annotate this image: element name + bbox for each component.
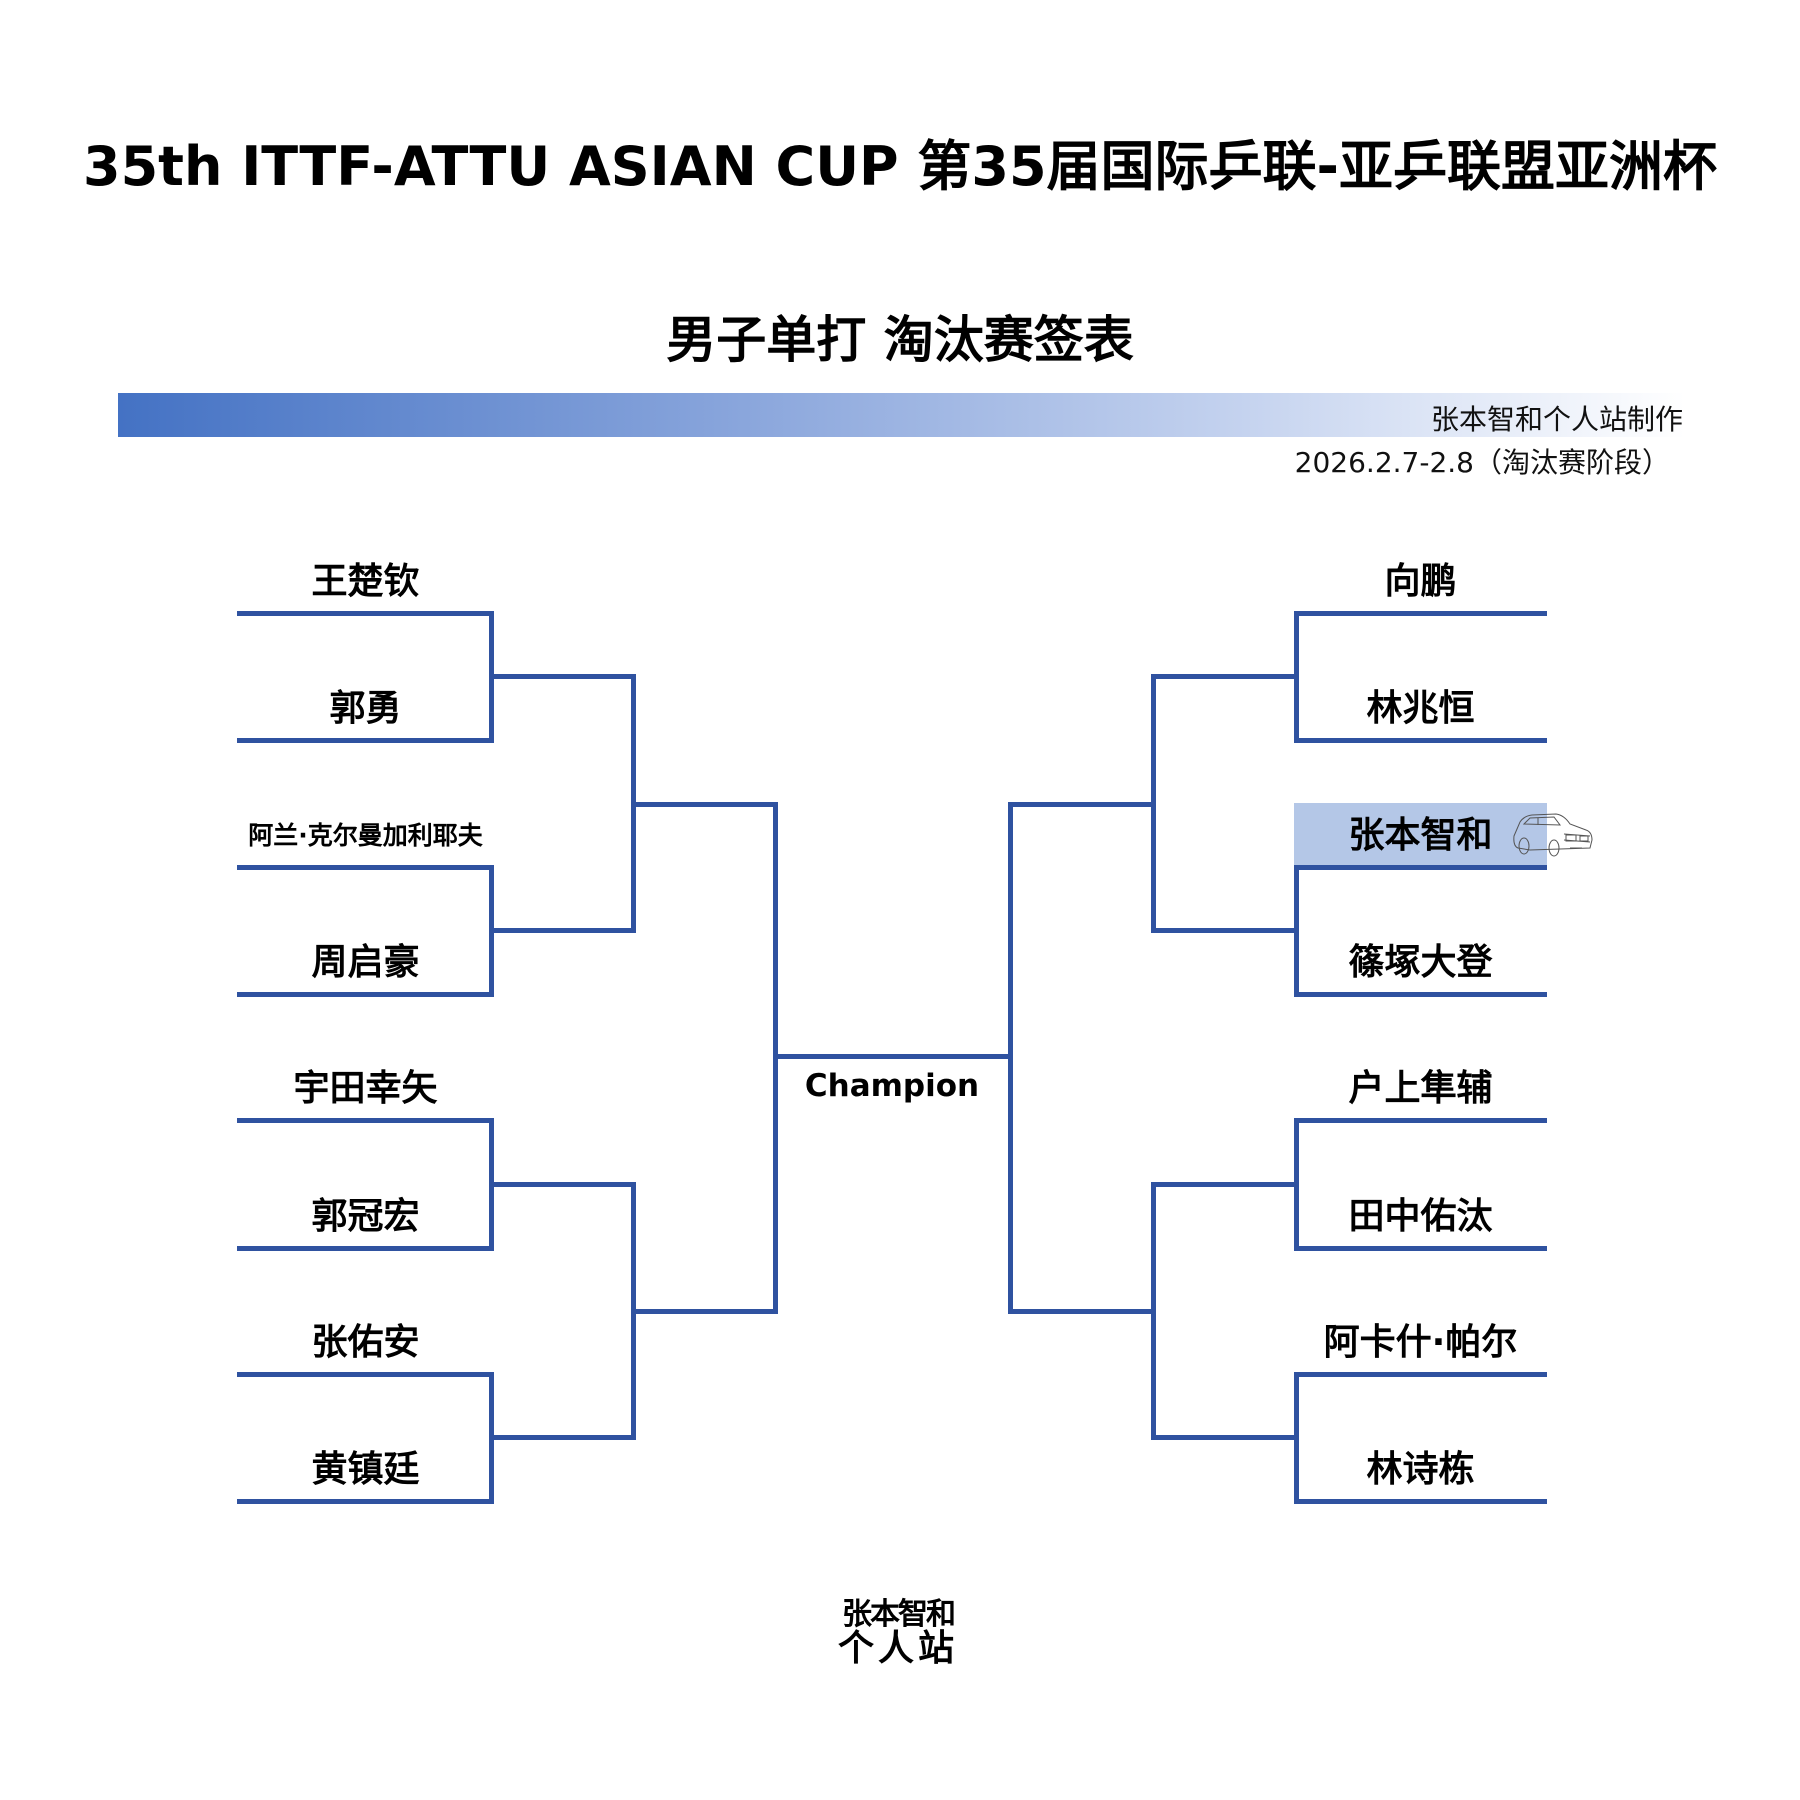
- site-logo: 张本智和 个人站: [828, 1597, 968, 1669]
- player-name: 张佑安: [311, 1322, 420, 1363]
- bracket-line: [237, 611, 494, 616]
- bracket-line: [631, 802, 778, 807]
- bracket-line: [1151, 1182, 1299, 1187]
- credit-text: 张本智和个人站制作: [1430, 403, 1683, 436]
- bracket-line: [1294, 1499, 1547, 1504]
- final-line: [773, 1054, 1013, 1059]
- player-name: 篠塚大登: [1348, 942, 1493, 983]
- bracket-line: [1294, 1246, 1547, 1251]
- logo-line-1: 张本智和: [842, 1597, 956, 1632]
- bracket-line: [1294, 611, 1547, 616]
- player-name: 向鹏: [1384, 561, 1457, 602]
- bracket-line: [237, 865, 494, 870]
- bracket-line: [1294, 1118, 1299, 1251]
- bracket-line: [1294, 992, 1547, 997]
- player-name-highlighted: 张本智和: [1348, 815, 1493, 856]
- bracket-line: [1151, 1182, 1156, 1440]
- bracket-line: [1294, 738, 1547, 743]
- player-name: 郭勇: [329, 688, 402, 729]
- player-name: 黄镇廷: [311, 1449, 420, 1490]
- bracket-line: [1151, 928, 1299, 933]
- car-icon: [1513, 813, 1593, 857]
- bracket-line: [1008, 802, 1013, 1314]
- player-name: 周启豪: [311, 942, 420, 983]
- bracket-line: [237, 1246, 494, 1251]
- bracket-line: [237, 738, 494, 743]
- bracket-line: [631, 1309, 778, 1314]
- date-text: 2026.2.7-2.8（淘汰赛阶段）: [1294, 446, 1670, 479]
- bracket-line: [1008, 802, 1156, 807]
- bracket-line: [1151, 674, 1156, 933]
- player-name: 阿兰·克尔曼加利耶夫: [248, 821, 483, 850]
- page-title: 35th ITTF-ATTU ASIAN CUP 第35届国际乒联-亚乒联盟亚洲…: [83, 135, 1717, 198]
- page-subtitle: 男子单打 淘汰赛签表: [666, 311, 1134, 369]
- bracket-line: [237, 1118, 494, 1123]
- champion-label: Champion: [804, 1068, 980, 1104]
- bracket-line: [237, 992, 494, 997]
- logo-line-2: 个人站: [837, 1628, 958, 1669]
- bracket-line: [237, 1372, 494, 1377]
- player-name: 林诗栋: [1366, 1449, 1475, 1490]
- player-name: 王楚钦: [311, 561, 420, 602]
- player-name: 户上隼辅: [1348, 1068, 1493, 1109]
- bracket-line: [1294, 865, 1547, 870]
- bracket-line: [1294, 611, 1299, 743]
- bracket-line: [1294, 865, 1299, 997]
- bracket-line: [489, 674, 636, 679]
- bracket-line: [489, 928, 636, 933]
- player-name: 阿卡什·帕尔: [1323, 1322, 1518, 1363]
- bracket-line: [1151, 1435, 1299, 1440]
- bracket-line: [1151, 674, 1299, 679]
- bracket-line: [1008, 1309, 1156, 1314]
- player-name: 林兆恒: [1366, 688, 1475, 729]
- bracket-line: [237, 1499, 494, 1504]
- highlight-box: [1294, 803, 1547, 865]
- gradient-banner: [118, 393, 1685, 437]
- bracket-line: [489, 1435, 636, 1440]
- player-name: 田中佑汰: [1348, 1196, 1493, 1237]
- player-name: 郭冠宏: [311, 1196, 420, 1237]
- player-name: 宇田幸矢: [293, 1068, 438, 1109]
- bracket-line: [489, 1182, 636, 1187]
- bracket-line: [1294, 1118, 1547, 1123]
- bracket-line: [1294, 1372, 1547, 1377]
- bracket-line: [1294, 1372, 1299, 1504]
